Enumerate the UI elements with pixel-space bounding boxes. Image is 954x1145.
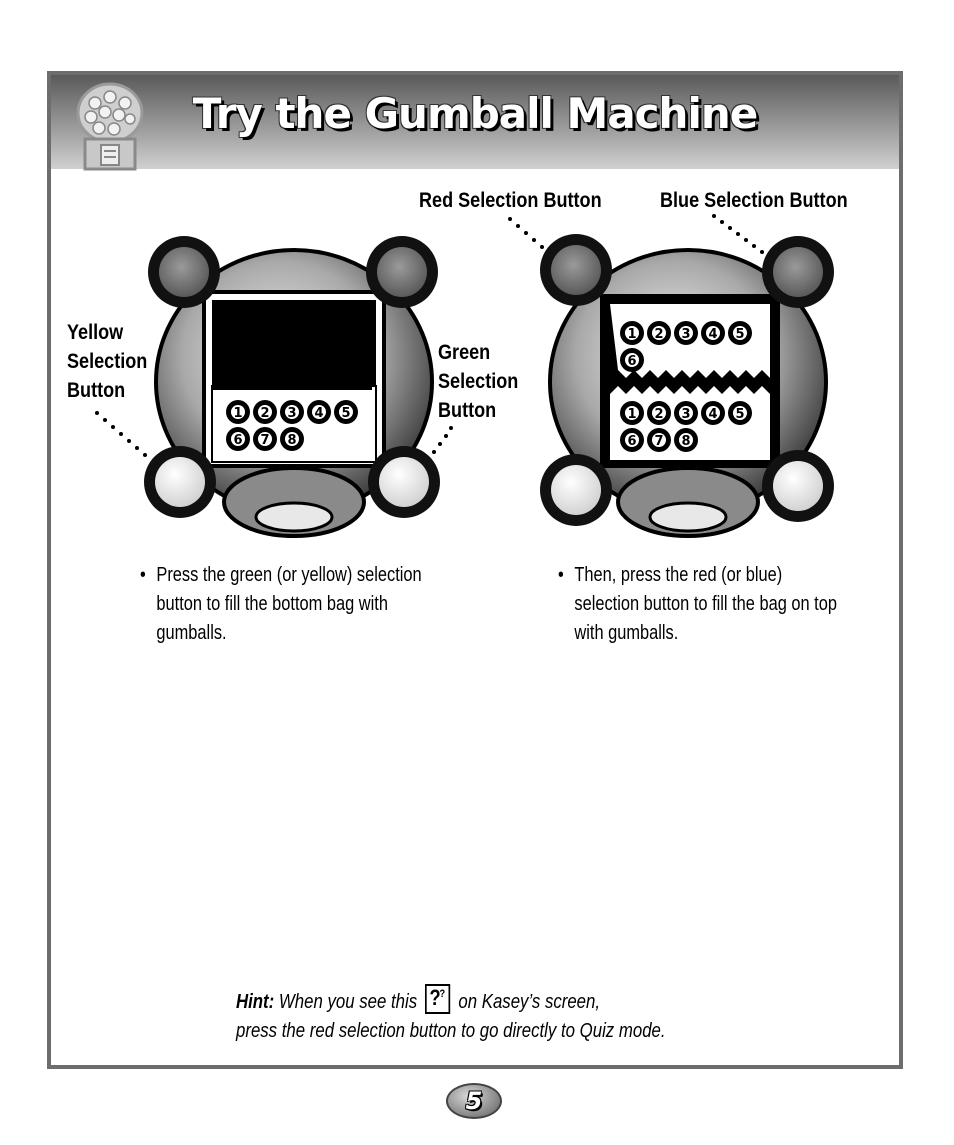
hint-line2: press the red selection button to go dir… [236,1020,666,1042]
right-bottom-gumball-2: 2 [647,401,671,425]
green-button-label: Green Selection Button [438,341,519,422]
left-bottom-gumball-1: 1 [226,400,250,424]
left-blue-button[interactable] [366,236,438,308]
hint-text-before: When you see this [278,991,418,1013]
left-yellow-button[interactable] [144,446,216,518]
svg-text:1: 1 [233,406,242,421]
bullet-marker: • [140,564,146,586]
svg-text:2: 2 [654,327,663,342]
svg-text:1: 1 [627,327,636,342]
svg-text:6: 6 [627,354,636,369]
svg-text:5: 5 [735,327,744,342]
left-bottom-gumball-5: 5 [334,400,358,424]
hint-label: Hint: [236,991,275,1013]
right-bottom-gumball-1: 1 [620,401,644,425]
right-bottom-gumball-4: 4 [701,401,725,425]
right-bottom-gumball-6: 6 [620,428,644,452]
right-top-gumball-4: 4 [701,321,725,345]
right-instruction-text: Then, press the red (or blue) selection … [574,564,837,644]
right-green-button[interactable] [762,450,834,522]
hint-block: Hint: When you see this ? ? on Kasey’s s… [236,984,666,1046]
svg-text:5: 5 [735,407,744,422]
right-top-gumball-5: 5 [728,321,752,345]
left-instruction: • Press the green (or yellow) selection … [140,561,427,648]
page-title: Try the Gumball Machine [192,89,759,138]
left-bottom-gumball-3: 3 [280,400,304,424]
right-device: 1 2 3 4 5 6 1 2 3 4 5 6 7 8 [540,234,834,538]
red-button-label: Red Selection Button [419,189,602,212]
right-bottom-gumball-5: 5 [728,401,752,425]
svg-text:7: 7 [654,434,663,449]
left-bottom-gumball-6: 6 [226,427,250,451]
right-top-gumball-1: 1 [620,321,644,345]
left-bottom-gumball-4: 4 [307,400,331,424]
svg-text:8: 8 [287,433,296,448]
quiz-icon-glyph-small: ? [439,988,446,1000]
svg-text:6: 6 [233,433,242,448]
svg-text:4: 4 [314,406,323,421]
svg-text:6: 6 [627,434,636,449]
svg-text:4: 4 [708,407,717,422]
svg-text:7: 7 [260,433,269,448]
svg-text:2: 2 [260,406,269,421]
svg-text:5: 5 [341,406,350,421]
left-green-button[interactable] [368,446,440,518]
right-yellow-button[interactable] [540,454,612,526]
right-bottom-gumball-7: 7 [647,428,671,452]
quiz-question-icon: ? ? [425,984,451,1014]
svg-text:3: 3 [287,406,296,421]
right-bottom-gumball-8: 8 [674,428,698,452]
right-top-gumball-6: 6 [620,348,644,372]
right-red-button[interactable] [540,234,612,306]
svg-text:8: 8 [681,434,690,449]
right-top-gumball-3: 3 [674,321,698,345]
left-instruction-text: Press the green (or yellow) selection bu… [156,564,422,644]
left-bottom-gumball-2: 2 [253,400,277,424]
svg-text:3: 3 [681,327,690,342]
page-number-badge: 5 [446,1083,502,1119]
right-instruction: • Then, press the red (or blue) selectio… [558,561,845,648]
right-blue-button[interactable] [762,236,834,308]
left-bottom-gumball-8: 8 [280,427,304,451]
blue-button-label: Blue Selection Button [660,189,848,212]
left-red-button[interactable] [148,236,220,308]
right-top-gumball-2: 2 [647,321,671,345]
svg-text:2: 2 [654,407,663,422]
right-bottom-gumball-3: 3 [674,401,698,425]
gumball-machine-icon [76,82,144,171]
bullet-marker: • [558,564,564,586]
left-bottom-gumball-7: 7 [253,427,277,451]
left-device: 1 2 3 4 5 6 7 8 [144,236,440,538]
svg-text:4: 4 [708,327,717,342]
svg-text:3: 3 [681,407,690,422]
header-banner: Try the Gumball Machine [51,75,899,171]
quiz-icon-glyph: ? [429,985,441,1010]
svg-text:1: 1 [627,407,636,422]
yellow-button-label: Yellow Selection Button [67,321,148,402]
hint-text-after: on Kasey’s screen, [458,991,601,1013]
